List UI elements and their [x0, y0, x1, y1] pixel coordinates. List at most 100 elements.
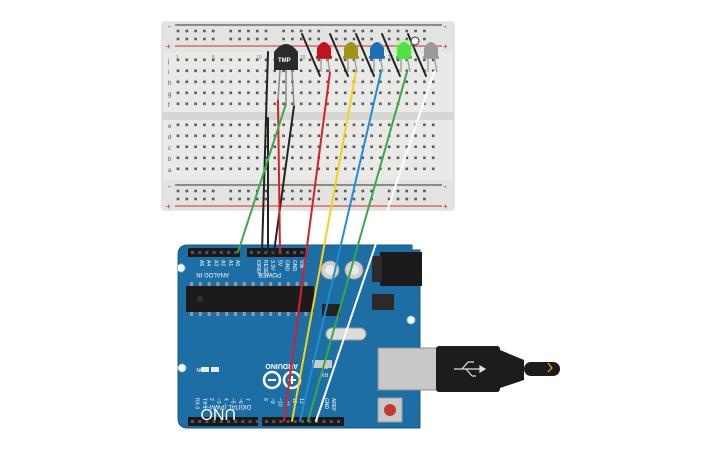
header-pin[interactable]: [219, 251, 223, 254]
rail-hole: [414, 29, 417, 33]
breadboard-hole: [282, 91, 285, 95]
wire-white-led: [315, 71, 435, 422]
rail-hole: [423, 37, 426, 41]
breadboard-hole: [211, 102, 215, 106]
led[interactable]: [343, 42, 359, 73]
breadboard-hole: [414, 167, 417, 171]
header-pin[interactable]: [212, 251, 216, 254]
digital-pin-label: RX 0: [194, 398, 200, 409]
breadboard-hole: [211, 91, 215, 95]
breadboard-hole: [431, 80, 435, 84]
header-pin[interactable]: [250, 251, 253, 254]
rail-hole: [282, 197, 285, 201]
led[interactable]: [369, 42, 385, 73]
header-pin[interactable]: [234, 420, 238, 423]
header-pin[interactable]: [198, 251, 202, 254]
breadboard-hole: [370, 80, 373, 84]
header-pin[interactable]: [293, 251, 297, 254]
header-pin[interactable]: [241, 420, 245, 423]
breadboard-hole: [273, 69, 277, 73]
led[interactable]: [316, 42, 332, 73]
header-pin[interactable]: [234, 251, 238, 254]
breadboard-hole: [291, 156, 294, 160]
led[interactable]: [394, 39, 414, 73]
header-pin[interactable]: [272, 420, 276, 423]
header-pin[interactable]: [227, 251, 230, 254]
breadboard-hole: [352, 58, 356, 62]
breadboard-hole: [431, 167, 435, 171]
header-pin[interactable]: [279, 420, 283, 423]
analog-pin-label: A1: [227, 260, 233, 266]
rail-minus-label-bl: -: [168, 182, 171, 191]
breadboard-hole: [431, 134, 435, 138]
header-pin[interactable]: [329, 420, 333, 423]
breadboard-hole: [387, 80, 391, 84]
header-pin[interactable]: [300, 251, 304, 254]
breadboard-hole: [352, 102, 356, 106]
header-pin[interactable]: [322, 420, 326, 423]
brand-label: ARDUINO: [265, 362, 298, 369]
breadboard-hole: [343, 58, 347, 62]
rail-hole: [405, 37, 409, 41]
header-pin[interactable]: [315, 420, 319, 423]
breadboard-hole: [352, 167, 356, 171]
rail-hole: [203, 189, 206, 193]
breadboard-hole: [326, 145, 329, 149]
breadboard-hole: [185, 156, 189, 160]
header-pin[interactable]: [255, 420, 259, 423]
breadboard-hole: [379, 102, 382, 106]
header-pin[interactable]: [308, 420, 312, 423]
row-letter-f: f: [168, 103, 170, 109]
rail-hole: [211, 197, 215, 201]
header-pin[interactable]: [293, 420, 297, 423]
breadboard-hole: [203, 156, 206, 160]
led-gnd-jumper: [355, 33, 375, 77]
header-pin[interactable]: [191, 251, 194, 254]
breadboard-hole: [387, 102, 391, 106]
breadboard-hole: [361, 58, 365, 62]
breadboard-hole: [247, 69, 250, 73]
reset-button-cap[interactable]: [384, 404, 396, 416]
chip-pin: [260, 312, 264, 316]
header-pin[interactable]: [286, 251, 289, 254]
header-pin[interactable]: [205, 251, 209, 254]
header-pin[interactable]: [227, 420, 230, 423]
temperature-sensor[interactable]: TMP: [274, 44, 298, 107]
header-pin[interactable]: [212, 420, 216, 423]
led[interactable]: [423, 42, 439, 73]
header-pin[interactable]: [286, 420, 290, 423]
breadboard-hole: [291, 145, 294, 149]
breadboard-hole: [405, 167, 409, 171]
breadboard-hole: [405, 134, 409, 138]
header-pin[interactable]: [337, 420, 340, 423]
breadboard-hole: [299, 69, 303, 73]
chip-pin: [260, 282, 264, 286]
header-pin[interactable]: [257, 251, 261, 254]
rail-plus-label-br: +: [443, 202, 448, 211]
header-pin[interactable]: [205, 420, 209, 423]
breadboard-hole: [317, 123, 321, 127]
header-pin[interactable]: [191, 420, 194, 423]
header-pin[interactable]: [219, 420, 223, 423]
header-pin[interactable]: [248, 420, 252, 423]
breadboard-hole: [220, 80, 224, 84]
breadboard-hole: [220, 145, 224, 149]
breadboard-hole: [396, 58, 400, 62]
breadboard-hole: [308, 80, 312, 84]
rail-hole: [211, 37, 215, 41]
header-pin[interactable]: [271, 251, 275, 254]
header-pin[interactable]: [198, 420, 202, 423]
breadboard-hole: [229, 123, 233, 127]
usb-cable: [524, 362, 560, 376]
header-pin[interactable]: [265, 420, 268, 423]
digital-pin-label: 2: [208, 398, 214, 401]
header-pin[interactable]: [264, 251, 268, 254]
chip-pin: [242, 312, 246, 316]
breadboard-hole: [211, 167, 215, 171]
wire-black-gnd: [273, 105, 295, 253]
breadboard-hole: [211, 80, 215, 84]
power-pin-label: RESET: [262, 260, 268, 277]
breadboard-hole: [194, 123, 197, 127]
header-pin[interactable]: [301, 420, 304, 423]
chip-pin: [207, 282, 211, 286]
